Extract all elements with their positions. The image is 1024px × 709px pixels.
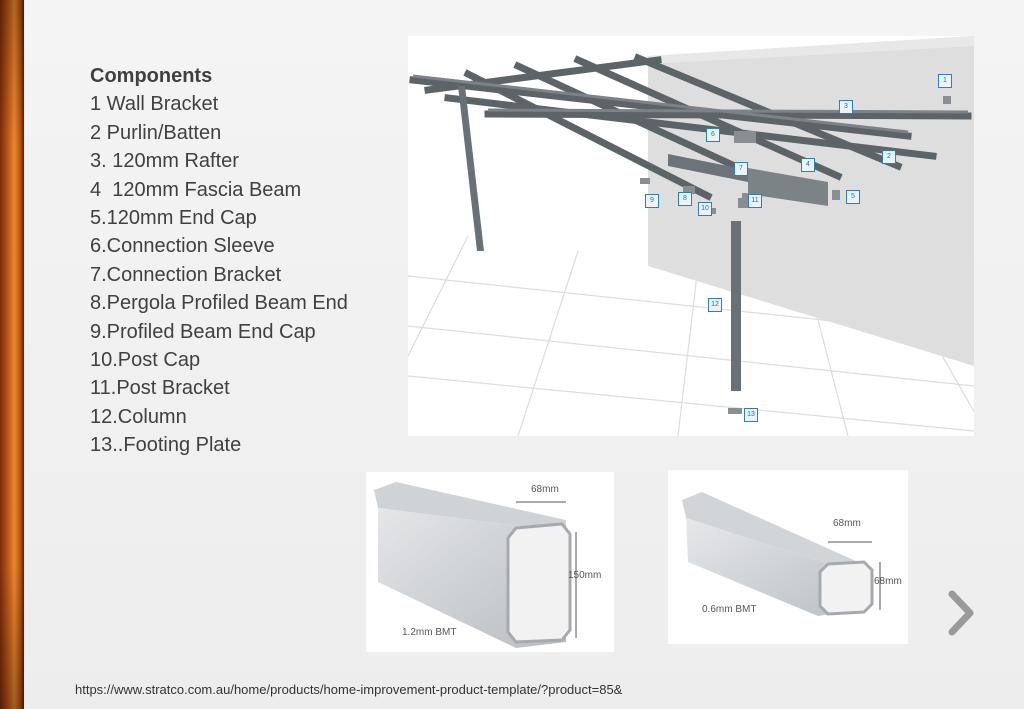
callout-8: 8 [678, 192, 692, 206]
callout-12: 12 [708, 298, 722, 312]
callout-2: 2 [882, 150, 896, 164]
callout-7: 7 [734, 162, 748, 176]
source-url[interactable]: https://www.stratco.com.au/home/products… [75, 682, 623, 697]
beam-small-height-label: 68mm [874, 576, 902, 587]
component-item: 5.120mm End Cap [90, 207, 257, 230]
component-item: 9.Profiled Beam End Cap [90, 320, 316, 343]
callout-9: 9 [645, 194, 659, 208]
component-item: 12.Column [90, 405, 187, 428]
beam-profile-large-illustration [374, 482, 577, 648]
callout-10: 10 [698, 202, 712, 216]
callout-1: 1 [938, 74, 952, 88]
beam-small-thickness-label: 0.6mm BMT [702, 604, 757, 615]
beam-profile-small: 68mm 68mm 0.6mm BMT [668, 470, 908, 644]
component-item: 11.Post Bracket [90, 377, 230, 400]
beam-large-height-label: 150mm [568, 570, 602, 581]
beam-profile-small-illustration [682, 492, 881, 616]
pergola-illustration [408, 36, 974, 436]
components-list: Components 1 Wall Bracket 2 Purlin/Batte… [90, 62, 390, 460]
component-item: 8.Pergola Profiled Beam End [90, 292, 348, 315]
decorative-side-bar [0, 0, 24, 709]
component-item: 7.Connection Bracket [90, 263, 282, 286]
component-item: 13..Footing Plate [90, 434, 242, 457]
beam-large-thickness-label: 1.2mm BMT [402, 627, 457, 638]
components-title: Components [90, 65, 213, 87]
component-item: 10.Post Cap [90, 349, 201, 372]
beam-small-width-label: 68mm [833, 518, 861, 529]
component-item: 3. 120mm Rafter [90, 150, 239, 173]
callout-4: 4 [801, 158, 815, 172]
callout-13: 13 [744, 408, 758, 422]
component-item: 2 Purlin/Batten [90, 121, 222, 144]
pergola-exploded-diagram: 1 2 3 4 5 6 7 8 9 10 11 12 13 [408, 36, 974, 436]
beam-profile-large: 68mm 150mm 1.2mm BMT [366, 472, 614, 652]
callout-6: 6 [706, 128, 720, 142]
component-item: 4 120mm Fascia Beam [90, 178, 302, 201]
beam-large-width-label: 68mm [531, 484, 559, 495]
next-slide-chevron-icon[interactable] [944, 588, 978, 638]
callout-5: 5 [846, 190, 860, 204]
component-item: 1 Wall Bracket [90, 93, 219, 116]
callout-3: 3 [839, 100, 853, 114]
callout-11: 11 [748, 194, 762, 208]
component-item: 6.Connection Sleeve [90, 235, 275, 258]
